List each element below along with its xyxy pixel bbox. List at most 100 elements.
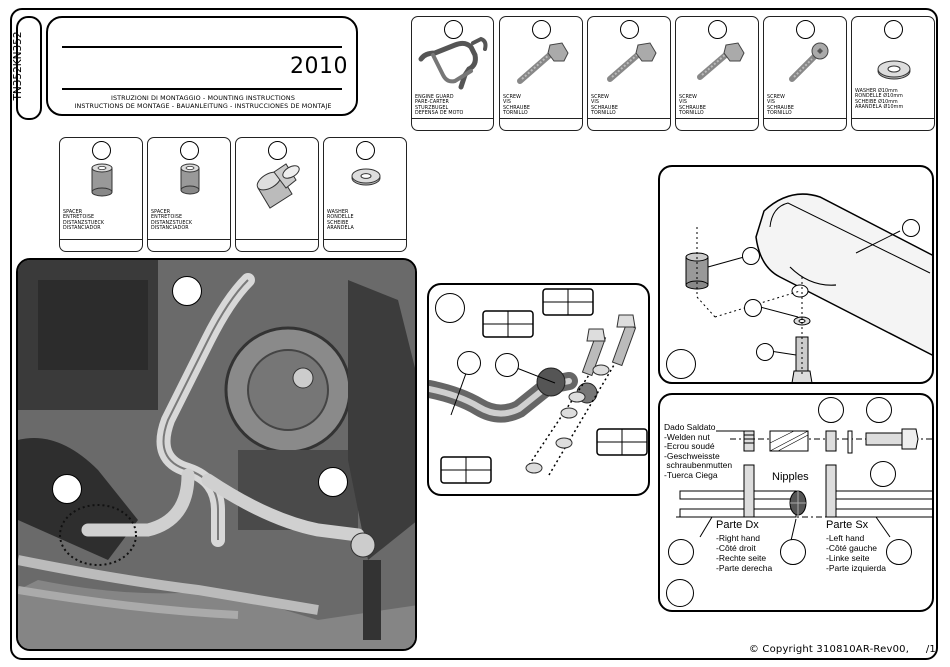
part-number-circle — [180, 141, 199, 160]
right-side-lines: -Right hand -Côté droit -Rechte seite -P… — [716, 533, 772, 573]
part-card-screw-allen: SCREW VIS SCHRAUBE TORNILLO — [763, 16, 847, 131]
callout-mount-bolt — [495, 353, 519, 377]
callout-guard-bar — [457, 351, 481, 375]
motorcycle-photo — [18, 260, 415, 649]
photo-panel-installed — [16, 258, 417, 651]
screw-icon — [517, 42, 569, 84]
callout-spacer — [742, 247, 760, 265]
callout-left-mount — [52, 474, 82, 504]
part-number-circle — [620, 20, 639, 39]
spacer-detail-drawing — [685, 193, 932, 382]
welded-nut-line: schraubenmutten — [664, 460, 733, 471]
card-rule — [236, 239, 318, 240]
left-side-line: -Linke seite — [826, 553, 870, 563]
title-rule-top — [62, 46, 342, 48]
instructions-line-2: INSTRUCTIONS DE MONTAGE - BAUANLEITUNG -… — [74, 102, 332, 110]
callout-nipple-part — [818, 397, 844, 423]
card-rule — [676, 118, 758, 119]
spacer-icon — [180, 163, 200, 195]
part-label: WASHER RONDELLE SCHEIBE ARANDELA — [327, 210, 354, 232]
footer-copyright: © Copyright 310810AR-Rev00, /1 — [749, 644, 936, 655]
left-side-line: -Left hand — [826, 533, 865, 543]
page-frame — [10, 8, 938, 660]
welded-nut-line: -Tuerca Ciega — [664, 469, 718, 480]
instructions-line-1: ISTRUZIONI DI MONTAGGIO - MOUNTING INSTR… — [111, 94, 295, 102]
part-card-screw-1: SCREW VIS SCHRAUBE TORNILLO — [499, 16, 583, 131]
card-rule — [500, 118, 582, 119]
callout-washer — [870, 461, 896, 487]
welded-nut-line: -Geschweisste — [664, 450, 720, 461]
card-rule — [60, 239, 142, 240]
part-label: SCREW VIS SCHRAUBE TORNILLO — [591, 95, 619, 117]
card-rule — [412, 118, 493, 119]
product-code: TN352KN352 — [12, 31, 24, 101]
exploded-view-panel — [427, 283, 650, 496]
spacer-icon — [91, 163, 113, 197]
welded-nut-line: Dado Saldato — [664, 422, 716, 432]
part-label: SCREW VIS SCHRAUBE TORNILLO — [503, 95, 531, 117]
part-card-engine-guard: ENGINE GUARD PARE-CARTER STURZBUGEL DEFE… — [411, 16, 494, 131]
welded-nut-line: -Ecrou soudé — [664, 441, 715, 452]
part-number-circle — [884, 20, 903, 39]
callout-screw — [756, 343, 774, 361]
card-rule — [324, 239, 406, 240]
callout-right-mount — [318, 467, 348, 497]
part-number-circle — [532, 20, 551, 39]
part-card-washer: WASHER RONDELLE SCHEIBE ARANDELA — [323, 137, 407, 252]
left-side-title: Parte Sx — [826, 519, 869, 531]
nipples-diagram-panel: Dado Saldato -Welden nut -Ecrou soudé -G… — [658, 393, 934, 612]
left-side-lines: -Left hand -Côté gauche -Linke seite -Pa… — [826, 533, 886, 573]
part-number-circle — [708, 20, 727, 39]
callout-detail-view — [435, 293, 465, 323]
exploded-view-drawing — [429, 288, 648, 484]
part-number-circle — [356, 141, 375, 160]
model-year: 2010 — [290, 54, 348, 79]
callout-right-side — [668, 539, 694, 565]
copyright-text: © Copyright 310810AR-Rev00, — [748, 644, 910, 655]
nipples-drawing — [676, 428, 932, 546]
part-card-screw-3: SCREW VIS SCHRAUBE TORNILLO — [675, 16, 759, 131]
callout-detail-view — [666, 349, 696, 379]
right-side-title: Parte Dx — [716, 519, 759, 531]
screw-icon — [697, 42, 745, 80]
part-number-circle — [443, 20, 463, 39]
part-label: SPACER ENTRETOISE DISTANZSTUECK DISTANCI… — [63, 210, 105, 232]
spacer-detail-panel — [658, 165, 934, 384]
washer-icon — [877, 60, 911, 80]
right-side-line: -Right hand — [716, 533, 760, 543]
part-number-circle — [796, 20, 815, 39]
screw-icon — [607, 42, 657, 82]
part-label: SCREW VIS SCHRAUBE TORNILLO — [767, 95, 795, 117]
right-side-line: -Parte derecha — [716, 563, 773, 573]
title-block: 2010 ISTRUZIONI DI MONTAGGIO - MOUNTING … — [46, 16, 358, 116]
part-card-spacer-1: SPACER ENTRETOISE DISTANZSTUECK DISTANCI… — [59, 137, 143, 252]
callout-left-side — [886, 539, 912, 565]
card-rule — [852, 118, 934, 119]
card-rule — [764, 118, 846, 119]
part-number-circle — [268, 141, 287, 160]
right-side-line: -Côté droit — [716, 543, 756, 553]
left-side-line: -Côté gauche — [826, 543, 878, 553]
part-label: ENGINE GUARD PARE-CARTER STURZBUGEL DEFE… — [415, 95, 464, 117]
part-card-spacer-2: SPACER ENTRETOISE DISTANZSTUECK DISTANCI… — [147, 137, 231, 252]
part-card-screw-2: SCREW VIS SCHRAUBE TORNILLO — [587, 16, 671, 131]
part-number-circle — [92, 141, 111, 160]
product-code-box — [16, 16, 42, 120]
callout-bolt — [866, 397, 892, 423]
part-label: SPACER ENTRETOISE DISTANZSTUECK DISTANCI… — [151, 210, 193, 232]
callout-engine-guard — [172, 276, 202, 306]
engine-guard-icon — [418, 36, 488, 90]
left-side-line: -Parte izquierda — [826, 563, 887, 573]
part-card-washer-10mm: WASHER Ø10mm RONDELLE Ø10mm SCHEIBE Ø10m… — [851, 16, 935, 131]
part-label: SCREW VIS SCHRAUBE TORNILLO — [679, 95, 707, 117]
welded-nut-line: -Welden nut — [664, 431, 710, 442]
card-rule — [588, 118, 670, 119]
page-number: /1 — [925, 644, 936, 655]
nipples-label: Nipples — [772, 471, 809, 483]
right-side-line: -Rechte seite — [716, 553, 767, 563]
callout-guard-bar — [902, 219, 920, 237]
title-rule-bottom — [62, 88, 342, 90]
part-label: WASHER Ø10mm RONDELLE Ø10mm SCHEIBE Ø10m… — [855, 89, 904, 111]
washer-icon — [351, 168, 381, 186]
part-card-flanged-spacer — [235, 137, 319, 252]
